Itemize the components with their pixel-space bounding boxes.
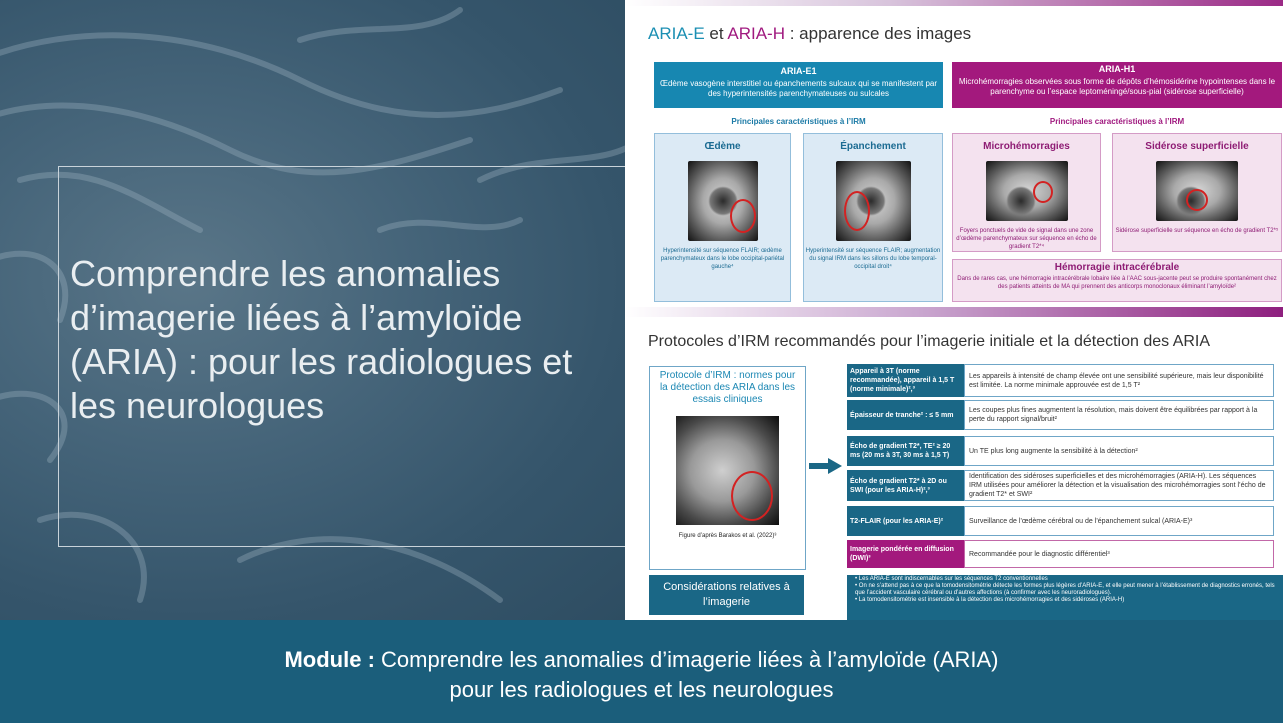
highlight-circle [843, 191, 870, 231]
title-rest: : apparence des images [785, 24, 972, 43]
aria-h-heading: ARIA-H1 [1098, 64, 1136, 74]
aria-h-description: Microhémorragies observées sous forme de… [958, 77, 1276, 96]
module-banner: Module : Comprendre les anomalies d’imag… [0, 620, 1283, 723]
row-label: Appareil à 3T (norme recommandée), appar… [847, 364, 964, 397]
note-item: On ne s’attend pas à ce que la tomodensi… [855, 583, 1279, 597]
row-label: Épaisseur de tranche² : ≤ 5 mm [847, 400, 964, 430]
card-oedeme: Œdème Hyperintensité sur séquence FLAIR;… [654, 133, 791, 302]
aria-e-subheading: Principales caractéristiques à l’IRM [731, 117, 866, 126]
module-title-part-2: pour les radiologues et les neurologues [449, 677, 834, 702]
hemorrhage-box: Hémorragie intracérébrale Dans de rares … [952, 259, 1282, 302]
aria-h-subheading: Principales caractéristiques à l’IRM [1049, 117, 1185, 126]
highlight-circle [1032, 181, 1053, 203]
row-text: Un TE plus long augmente la sensibilité … [964, 436, 1274, 466]
protocol-caption: Figure d’après Barakos et al. (2022)³ [678, 533, 777, 539]
considerations-label: Considérations relatives à l’imagerie [649, 575, 804, 615]
card-caption: Hyperintensité sur séquence FLAIR; augme… [805, 248, 941, 270]
card-microhemorragies: Microhémorragies Foyers ponctuels de vid… [952, 133, 1101, 252]
section-divider [625, 307, 1283, 317]
card-caption: Hyperintensité sur séquence FLAIR; œdème… [660, 248, 785, 270]
considerations-notes: Les ARIA-E sont indiscernables sur les s… [847, 575, 1283, 620]
slide-title: ARIA-E et ARIA-H : apparence des images [648, 24, 971, 44]
top-accent-line [625, 0, 1283, 6]
module-title-part-1: Comprendre les anomalies d’imagerie liée… [374, 647, 999, 672]
note-item: Les ARIA-E sont indiscernables sur les s… [855, 576, 1279, 583]
title-aria-e: ARIA-E [648, 24, 705, 43]
card-title: Épanchement [840, 141, 906, 152]
row-label: Écho de gradient T2*, TE² ≥ 20 ms (20 ms… [847, 436, 964, 466]
mri-image [687, 161, 758, 241]
card-title: Sidérose superficielle [1145, 141, 1249, 152]
highlight-circle [731, 471, 773, 521]
mri-image [835, 161, 911, 241]
protocol-mri-image [676, 416, 779, 525]
title-connector: et [704, 24, 728, 43]
row-text: Les coupes plus fines augmentent la réso… [964, 400, 1274, 430]
mri-image [985, 161, 1068, 221]
row-text: Recommandée pour le diagnostic différent… [964, 540, 1274, 568]
module-label: Module : [284, 647, 375, 672]
row-label: Imagerie pondérée en diffusion (DWI)³ [847, 540, 964, 568]
aria-e-heading: ARIA-E1 [780, 66, 817, 76]
title-aria-h: ARIA-H [727, 24, 785, 43]
aria-e-description: Œdème vasogène interstitiel ou épancheme… [659, 79, 938, 98]
card-epanchement: Épanchement Hyperintensité sur séquence … [803, 133, 943, 302]
row-text: Les appareils à intensité de champ élevé… [964, 364, 1274, 397]
card-title: Microhémorragies [983, 141, 1070, 152]
row-label: Écho de gradient T2* à 2D ou SWI (pour l… [847, 470, 964, 501]
arrow-right-icon [809, 458, 842, 474]
hemorrhage-title: Hémorragie intracérébrale [1054, 262, 1180, 273]
presentation-title: Comprendre les anomalies d’imagerie liée… [70, 253, 573, 426]
row-text: Surveillance de l’œdème cérébral ou de l… [964, 506, 1274, 536]
card-caption: Foyers ponctuels de vide de signal dans … [956, 228, 1097, 250]
slide-preview: ARIA-E et ARIA-H : apparence des images … [625, 0, 1283, 620]
highlight-circle [729, 199, 756, 233]
left-panel [0, 0, 625, 620]
row-label: T2-FLAIR (pour les ARIA-E)² [847, 506, 964, 536]
protocols-title: Protocoles d’IRM recommandés pour l’imag… [648, 333, 1211, 350]
aria-e-header: ARIA-E1 Œdème vasogène interstitiel ou é… [654, 62, 943, 108]
protocol-box: Protocole d’IRM : normes pour la détecti… [649, 366, 806, 570]
banner-line-1: Module : Comprendre les anomalies d’imag… [0, 645, 1283, 675]
highlight-circle [1186, 189, 1208, 211]
row-text: Identification des sidéroses superficiel… [964, 470, 1274, 501]
aria-h-header: ARIA-H1 Microhémorragies observées sous … [952, 62, 1282, 108]
card-caption: Sidérose superficielle sur séquence en é… [1115, 228, 1279, 234]
protocol-title: Protocole d’IRM : normes pour la détecti… [659, 370, 796, 405]
card-title: Œdème [704, 141, 741, 152]
mri-image [1156, 161, 1238, 221]
hemorrhage-text: Dans de rares cas, une hémorragie intrac… [957, 276, 1277, 290]
card-siderose: Sidérose superficielle Sidérose superfic… [1112, 133, 1282, 252]
brain-illustration [0, 7, 625, 603]
note-item: La tomodensitométrie est insensible à la… [855, 597, 1279, 604]
